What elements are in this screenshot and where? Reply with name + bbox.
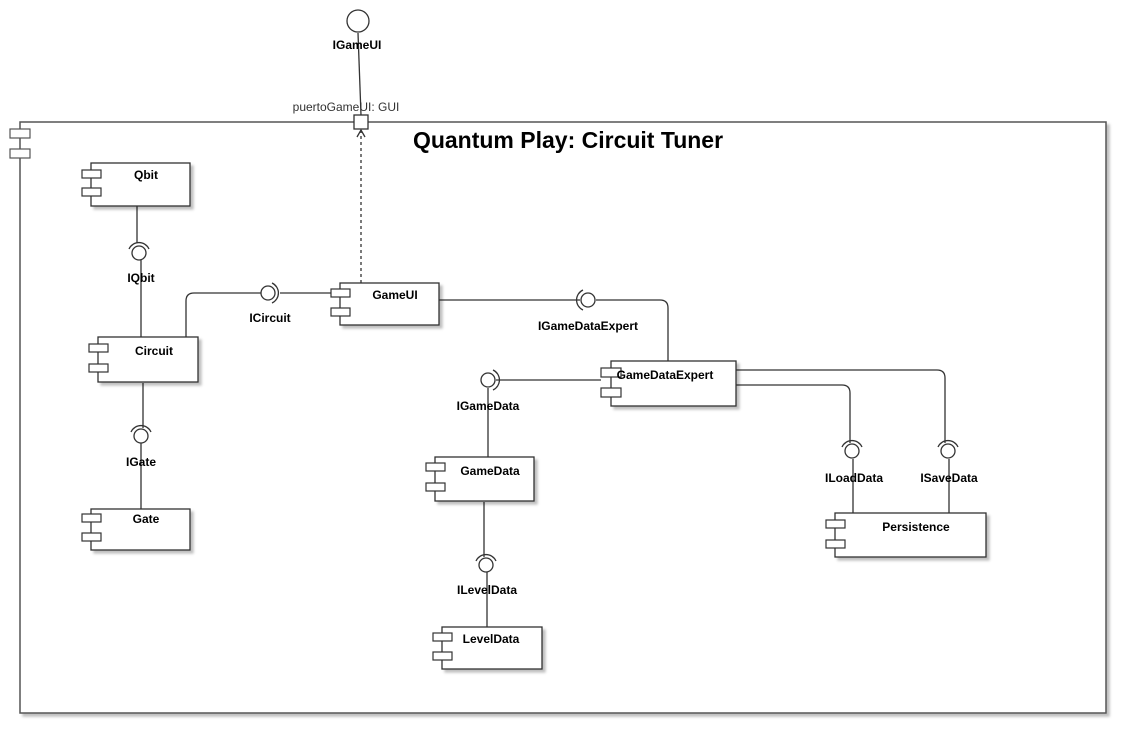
- delegation-arrowhead: [356, 128, 366, 138]
- igate-label: IGate: [126, 455, 156, 469]
- igamedataexpert-interface-icon[interactable]: [575, 289, 596, 311]
- isavedata-label: ISaveData: [920, 471, 978, 485]
- iqbit-interface-icon[interactable]: [128, 241, 150, 261]
- gamedata-component[interactable]: [425, 456, 535, 502]
- ileveldata-interface-icon[interactable]: [475, 553, 497, 573]
- connectors: [136, 32, 950, 627]
- igameui-label: IGameUI: [333, 38, 382, 52]
- gate-component[interactable]: [81, 508, 191, 551]
- leveldata-component[interactable]: [432, 626, 543, 670]
- leveldata-component-icon: [432, 632, 453, 642]
- igamedataexpert-label: IGameDataExpert: [538, 319, 638, 333]
- igamedataexpert-link: [596, 299, 669, 361]
- icircuit-label: ICircuit: [249, 311, 290, 325]
- gate-component-icon: [81, 513, 102, 523]
- igameui-interface-icon[interactable]: [346, 9, 370, 33]
- qbit-component-icon: [81, 169, 102, 179]
- persistence-component-icon: [825, 519, 846, 529]
- iqbit-label: IQbit: [127, 271, 154, 285]
- gamedataexpert-label: GameDataExpert: [617, 368, 714, 382]
- port-square[interactable]: [353, 114, 369, 130]
- port-label: puertoGameUI: GUI: [293, 100, 400, 114]
- circuit-label: Circuit: [135, 344, 173, 358]
- gamedataexpert-component-icon: [600, 367, 622, 378]
- qbit-component[interactable]: [81, 162, 191, 207]
- gamedataexpert-isavedata-link: [736, 369, 946, 443]
- circuit-component[interactable]: [88, 336, 199, 383]
- gamedata-label: GameData: [460, 464, 520, 478]
- iloaddata-interface-icon[interactable]: [841, 439, 863, 459]
- persistence-label: Persistence: [882, 520, 950, 534]
- igamedata-interface-icon[interactable]: [480, 369, 501, 391]
- leveldata-label: LevelData: [463, 632, 520, 646]
- gamedataexpert-component[interactable]: [600, 360, 737, 407]
- isavedata-interface-icon[interactable]: [937, 439, 959, 459]
- igamedata-label: IGameData: [457, 399, 520, 413]
- qbit-label: Qbit: [134, 168, 158, 182]
- gamedata-component-icon: [425, 462, 446, 472]
- persistence-component[interactable]: [825, 512, 987, 558]
- ileveldata-label: ILevelData: [457, 583, 517, 597]
- gameui-label: GameUI: [372, 288, 417, 302]
- system-title: Quantum Play: Circuit Tuner: [413, 127, 723, 153]
- gameui-component-icon: [330, 288, 351, 298]
- circuit-link: [185, 292, 264, 337]
- system-boundary[interactable]: [9, 121, 1107, 714]
- gamedataexpert-iloaddata-link: [736, 384, 851, 443]
- iloaddata-label: ILoadData: [825, 471, 883, 485]
- gate-label: Gate: [133, 512, 160, 526]
- gameui-component[interactable]: [330, 282, 440, 326]
- circuit-component-icon: [88, 343, 109, 353]
- icircuit-interface-icon[interactable]: [260, 282, 280, 304]
- igate-interface-icon[interactable]: [130, 424, 152, 444]
- igameui-link: [357, 32, 362, 116]
